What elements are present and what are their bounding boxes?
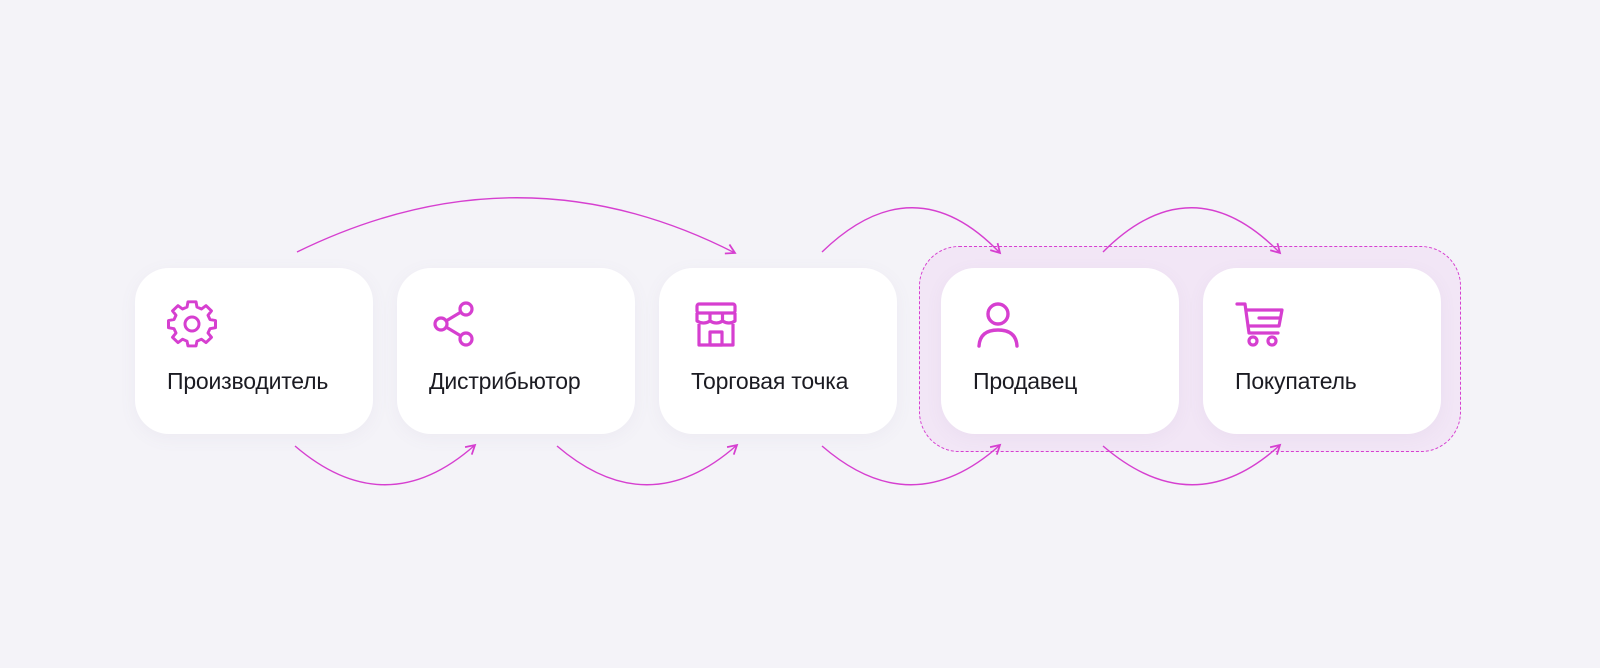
arrow-manufacturer-retail xyxy=(296,197,737,255)
arrow-manufacturer-distributor xyxy=(294,443,477,486)
person-icon xyxy=(973,300,1023,350)
cart-icon xyxy=(1235,300,1285,350)
node-label: Покупатель xyxy=(1235,368,1357,394)
node-buyer: Покупатель xyxy=(1203,268,1441,434)
store-icon xyxy=(691,300,741,350)
node-label: Продавец xyxy=(973,368,1078,394)
node-label: Производитель xyxy=(167,368,329,394)
gear-icon xyxy=(167,300,217,350)
arrow-distributor-retail xyxy=(556,443,739,486)
share-icon xyxy=(429,300,479,350)
node-distributor: Дистрибьютор xyxy=(397,268,635,434)
node-manufacturer: Производитель xyxy=(135,268,373,434)
node-retail-point: Торговая точка xyxy=(659,268,897,434)
node-label: Торговая точка xyxy=(691,368,849,394)
node-label: Дистрибьютор xyxy=(429,368,581,394)
node-seller: Продавец xyxy=(941,268,1179,434)
